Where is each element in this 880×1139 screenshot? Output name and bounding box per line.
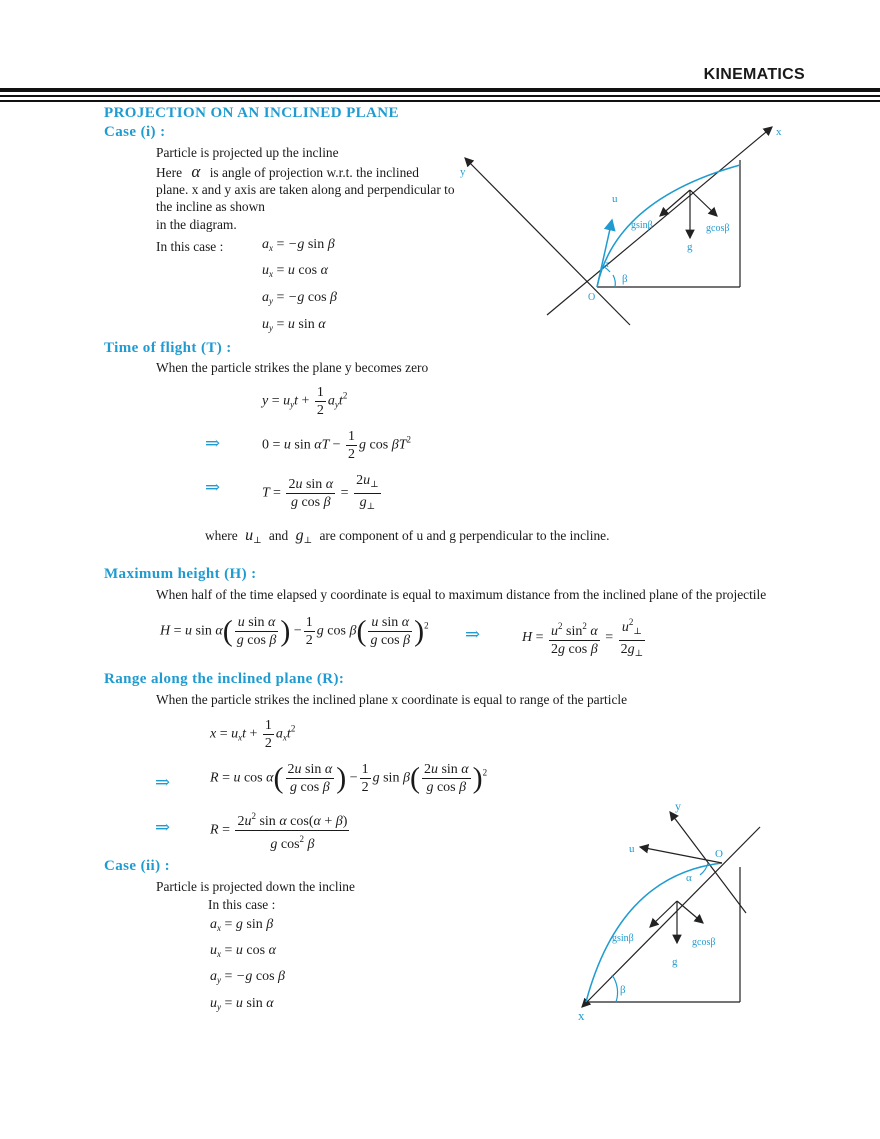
- diagram2-origin-label: O: [715, 848, 723, 860]
- eq-ux-case1: ux = u cos α: [262, 263, 328, 279]
- max-height-text: When half of the time elapsed y coordina…: [156, 587, 767, 602]
- diagram1-u-label: u: [612, 193, 618, 205]
- diagram2-x-label: x: [578, 1008, 585, 1023]
- u-perp-symbol: u⊥: [245, 527, 262, 545]
- case1-line2a: Here: [156, 165, 183, 180]
- diagram2-gcos-label: gcosβ: [692, 937, 715, 948]
- eq-ay-case1: ay = −g cos β: [262, 290, 338, 306]
- range-text: When the particle strikes the inclined p…: [156, 692, 628, 707]
- case1-line1: Particle is projected up the incline: [156, 145, 339, 160]
- implies-arrow-2: ⇒: [205, 477, 221, 497]
- diagram-projection-up-incline: x y u gsinβ gcosβ g α β O: [460, 126, 782, 326]
- diagram-projection-down-incline: x y u O α gsinβ gcosβ g β: [578, 799, 761, 1023]
- diagram2-gsin-label: gsinβ: [612, 933, 634, 944]
- where-label: where: [205, 528, 238, 543]
- eq-ax-case1: ax = −g sin β: [262, 237, 335, 253]
- eq-range-result: R = 2u2 sin α cos(α + β)g cos2 β: [210, 808, 351, 853]
- eq-uy-case2: uy = u sin α: [210, 996, 274, 1012]
- implies-arrow-1: ⇒: [205, 433, 221, 453]
- eq-uy-case1: uy = u sin α: [262, 317, 326, 333]
- diagram2-beta-label: β: [620, 984, 626, 996]
- case2-in-this-case: In this case :: [208, 897, 276, 912]
- chapter-title: KINEMATICS: [703, 66, 805, 83]
- eq-ay-case2: ay = −g cos β: [210, 969, 286, 985]
- section-title: PROJECTION ON AN INCLINED PLANE: [104, 105, 399, 121]
- eq-ux-case2: ux = u cos α: [210, 943, 276, 959]
- alpha-symbol: α: [191, 162, 201, 181]
- case2-line1: Particle is projected down the incline: [156, 879, 355, 894]
- time-of-flight-heading: Time of flight (T) :: [104, 340, 232, 356]
- diagram2-alpha-label: α: [686, 872, 692, 884]
- case1-line5: in the diagram.: [156, 217, 237, 232]
- case1-line3: plane. x and y axis are taken along and …: [156, 182, 455, 197]
- diagram1-origin-label: O: [588, 292, 595, 303]
- eq-ax-case2: ax = g sin β: [210, 917, 274, 933]
- and-label: and: [268, 528, 289, 543]
- diagram1-gcos-label: gcosβ: [706, 223, 729, 234]
- diagram2-g-label: g: [672, 956, 678, 968]
- case1-line2b: is angle of projection w.r.t. the inclin…: [209, 165, 419, 180]
- implies-arrow-5: ⇒: [155, 817, 171, 837]
- g-perp-symbol: g⊥: [295, 527, 313, 545]
- diagram1-beta-label: β: [622, 273, 628, 285]
- case1-line2: Here α is angle of projection w.r.t. the…: [156, 162, 419, 182]
- header-rule-thin: [0, 100, 880, 102]
- diagram1-alpha-label: α: [603, 258, 609, 270]
- header-rule-thick: [0, 88, 880, 92]
- header-rule-mid: [0, 95, 880, 97]
- case1-heading: Case (i) :: [104, 124, 166, 140]
- implies-arrow-3: ⇒: [465, 624, 481, 644]
- case1-in-this-case: In this case :: [156, 239, 224, 254]
- diagram1-y-label: y: [460, 166, 466, 178]
- implies-arrow-4: ⇒: [155, 772, 171, 792]
- diagram2-u-label: u: [629, 843, 635, 855]
- diagram1-x-label: x: [776, 126, 782, 138]
- case2-heading: Case (ii) :: [104, 858, 171, 874]
- diagram2-y-label: y: [675, 799, 681, 813]
- diagram1-g-label: g: [687, 241, 693, 253]
- where-description: are component of u and g perpendicular t…: [319, 528, 610, 543]
- where-line: where u⊥ and g⊥ are component of u and g…: [205, 526, 609, 550]
- max-height-heading: Maximum height (H) :: [104, 566, 257, 582]
- range-heading: Range along the inclined plane (R):: [104, 671, 345, 687]
- time-of-flight-text: When the particle strikes the plane y be…: [156, 360, 429, 375]
- case1-line4: the incline as shown: [156, 199, 265, 214]
- diagram1-gsin-label: gsinβ: [631, 220, 653, 231]
